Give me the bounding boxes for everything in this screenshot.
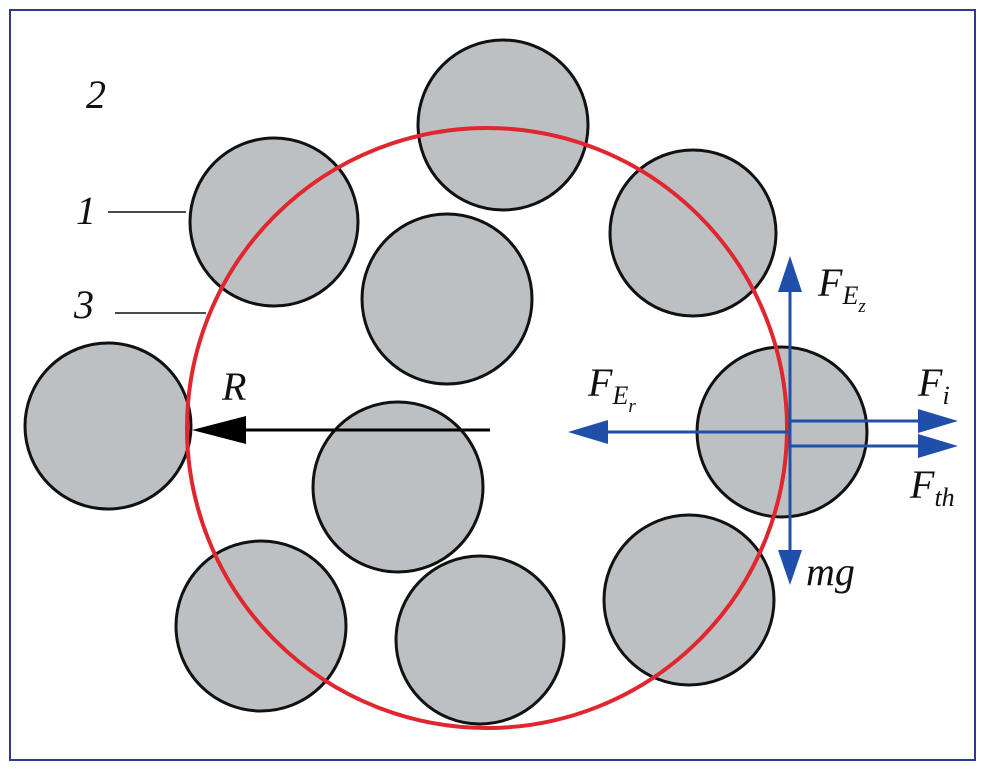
label-particle-1: 1: [76, 188, 96, 233]
force-er-arrowhead: [568, 420, 608, 444]
particle: [311, 400, 485, 574]
label-radius: R: [221, 364, 246, 409]
particle: [608, 148, 778, 318]
frame-border: [9, 9, 976, 761]
orbit-circle: [185, 126, 789, 730]
label-orbit-3: 3: [73, 282, 94, 327]
label-region-2: 2: [86, 72, 106, 117]
particles: [23, 38, 869, 726]
particle: [416, 38, 590, 212]
force-th-arrowhead: [918, 434, 958, 458]
particle: [394, 554, 566, 726]
label-force-th: Fth: [909, 462, 955, 512]
label-force-i: Fi: [917, 360, 950, 410]
particle: [602, 513, 776, 687]
label-force-mg: mg: [806, 549, 855, 594]
radius-arrowhead: [192, 416, 246, 444]
label-force-er: FEr: [587, 360, 636, 417]
force-arrows: [568, 256, 958, 585]
force-mg-arrowhead: [778, 550, 802, 585]
particle: [360, 212, 534, 386]
force-i-arrowhead: [918, 409, 958, 433]
particle: [23, 341, 193, 511]
force-ez-arrowhead: [778, 256, 802, 292]
particle: [188, 136, 360, 308]
label-force-ez: FEz: [817, 260, 866, 317]
